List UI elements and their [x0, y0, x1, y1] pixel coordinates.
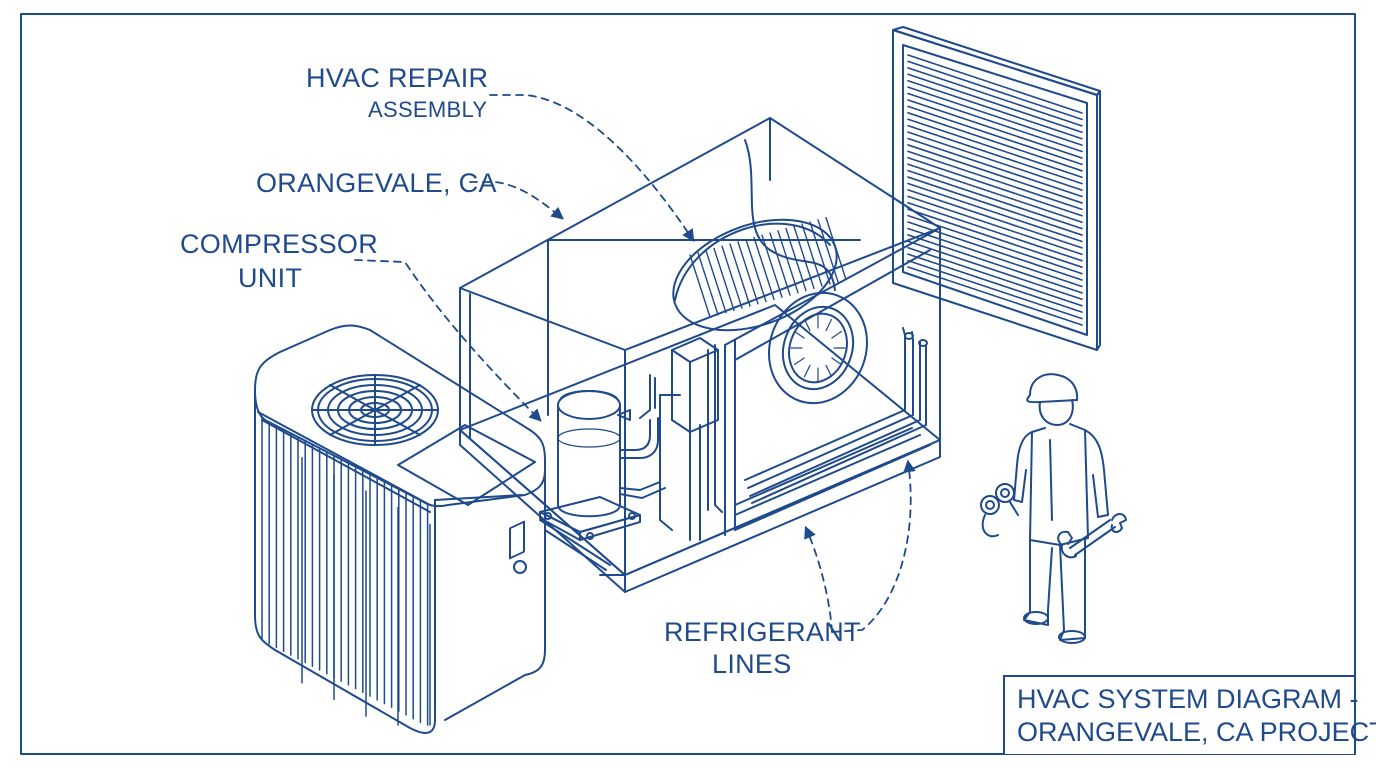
compressor-icon: [539, 390, 666, 541]
wrench-icon: [1057, 513, 1127, 559]
label-refrigerant: REFRIGERANT: [664, 617, 861, 647]
blower-fan-icon: [672, 216, 869, 405]
callout-leaders: [354, 94, 916, 633]
condenser-unit-icon: [254, 324, 546, 734]
title-block-line2: ORANGEVALE, CA PROJECT: [1017, 717, 1376, 747]
title-block-line1: HVAC SYSTEM DIAGRAM -: [1017, 684, 1359, 714]
leader-compressor: [354, 259, 542, 422]
label-hvac-repair: HVAC REPAIR: [306, 63, 489, 93]
title-block: HVAC SYSTEM DIAGRAM - ORANGEVALE, CA PRO…: [1003, 675, 1376, 754]
leader-hvac-repair: [489, 94, 695, 243]
leader-refrigerant-2: [831, 459, 916, 633]
air-filter-grille-icon: [892, 26, 1101, 351]
technician-icon: [1013, 373, 1109, 644]
label-assembly: ASSEMBLY: [368, 97, 488, 122]
leader-location: [469, 181, 564, 220]
page-border: [20, 13, 1356, 755]
label-unit: UNIT: [238, 263, 303, 293]
label-compressor: COMPRESSOR: [180, 229, 379, 259]
label-location: ORANGEVALE, CA: [256, 168, 497, 198]
duct-sheet: [744, 139, 836, 291]
leader-refrigerant-1: [804, 525, 833, 633]
refrigerant-lines-icon: [744, 327, 928, 504]
control-box-icon: [639, 337, 723, 541]
label-lines: LINES: [712, 649, 792, 679]
gauge-manifold-icon: [980, 483, 1019, 538]
